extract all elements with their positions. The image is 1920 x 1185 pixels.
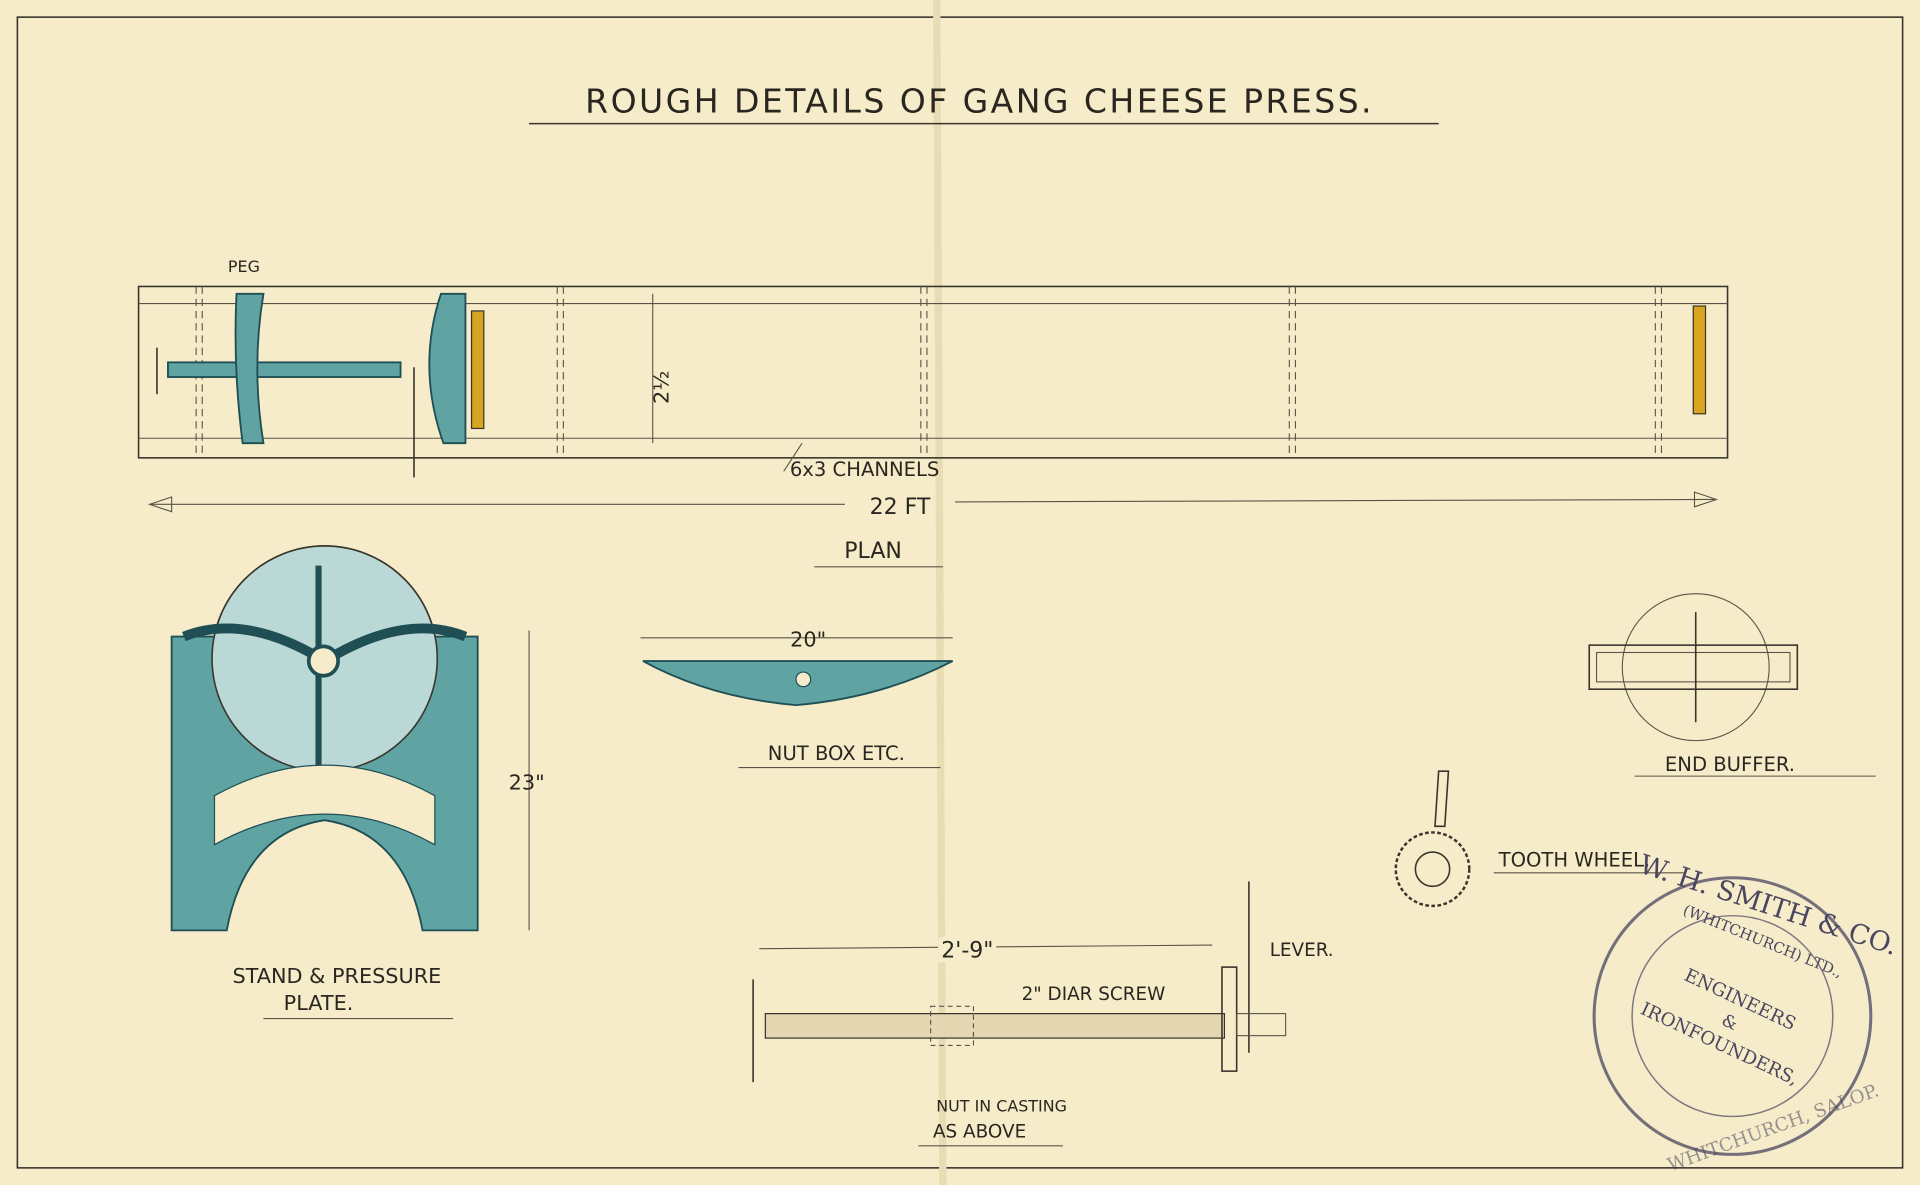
- company-stamp: W. H. SMITH & CO. (WHITCHURCH) LTD., ENG…: [1592, 849, 1901, 1176]
- channels-leader: [783, 442, 803, 472]
- plan-label: PLAN: [844, 539, 902, 564]
- plan-view: [137, 285, 1729, 478]
- plan-width-dimension: 2½: [650, 371, 674, 404]
- sheet-border: [16, 16, 1904, 1169]
- buffer-plate-right: [1692, 305, 1707, 415]
- channels-label: 6x3 CHANNELS: [790, 458, 940, 481]
- screw-length-dimension: 2'-9": [941, 938, 993, 963]
- stand-label-line1: STAND & PRESSURE: [232, 964, 441, 988]
- tooth-wheel-label: TOOTH WHEEL.: [1498, 849, 1651, 872]
- fold-crease: [933, 0, 947, 1185]
- plan-pressure-plate: [428, 292, 467, 445]
- nut-box-label: NUT BOX ETC.: [768, 742, 905, 765]
- stand-drawing: [170, 545, 479, 932]
- tooth-wheel-drawing: [1394, 770, 1471, 908]
- stamp-center-line2: &: [1718, 1010, 1740, 1035]
- end-buffer-drawing: [1588, 593, 1799, 742]
- stand-label-line2: PLATE.: [284, 991, 354, 1015]
- nut-label-line2: AS ABOVE: [933, 1121, 1026, 1142]
- drawing-title: ROUGH DETAILS OF GANG CHEESE PRESS.: [585, 82, 1374, 121]
- peg-label: PEG: [228, 257, 260, 276]
- plan-nut-box: [234, 292, 265, 445]
- stamp-bottom-text: WHITCHURCH, SALOP.: [1665, 1080, 1882, 1176]
- end-buffer-label: END BUFFER.: [1665, 753, 1795, 776]
- stand-height-dimension: 23": [509, 771, 545, 795]
- plan-screw: [167, 361, 402, 378]
- nut-label-line1: NUT IN CASTING: [936, 1097, 1067, 1116]
- length-dimension-arrow: [147, 491, 1719, 513]
- nut-box-width-dimension: 20": [790, 627, 826, 651]
- length-dimension: 22 FT: [870, 495, 931, 520]
- lever-label: LEVER.: [1270, 940, 1334, 961]
- screw-drawing: [752, 881, 1287, 1083]
- screw-label: 2" DIAR SCREW: [1022, 984, 1166, 1005]
- buffer-plate-left: [470, 310, 485, 430]
- screw-length-arrow: [759, 944, 1213, 950]
- nut-box-hole: [795, 671, 812, 688]
